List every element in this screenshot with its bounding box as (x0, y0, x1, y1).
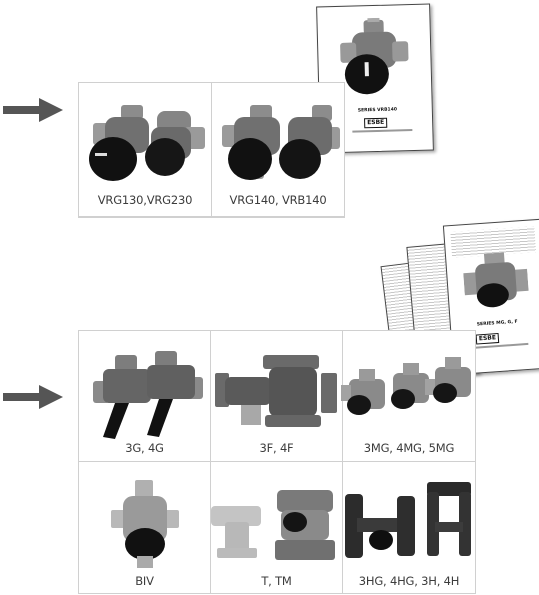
product-label: VRG130,VRG230 (97, 193, 193, 207)
brochure-series-text: SERIES VRB140 (357, 107, 398, 114)
valve-3g-image (93, 351, 203, 439)
bottom-product-panel: 3G, 4G 3F, 4F 3MG, 4MG, 5MG (78, 330, 476, 594)
product-label: T, TM (261, 574, 292, 588)
brochure-tagline (352, 129, 413, 133)
product-card[interactable]: T, TM (211, 462, 343, 593)
product-label: VRG140, VRB140 (229, 193, 327, 207)
brochure-valve-image (463, 252, 529, 308)
valve-t-tm-image (211, 490, 335, 560)
product-label: 3G, 4G (125, 441, 164, 455)
top-product-panel: VRG130,VRG230 VRG140, VRB140 (78, 82, 345, 218)
brochure-brand-logo: ESBE (364, 117, 388, 129)
valve-vrg140-image (222, 105, 340, 180)
brochure-valve-image (340, 17, 409, 95)
arrow-right-icon (3, 98, 63, 122)
brochure-mg-g-f: SERIES MG, G, F ESBE (442, 218, 539, 376)
product-label: 3HG, 4HG, 3H, 4H (358, 574, 460, 588)
product-card[interactable]: BIV (79, 462, 211, 593)
brochure-series-text: SERIES MG, G, F (476, 319, 518, 328)
valve-3mg-image (341, 357, 471, 415)
product-label: 3F, 4F (259, 441, 294, 455)
product-card[interactable]: VRG140, VRB140 (212, 83, 344, 217)
brochure-vrb140: SERIES VRB140 ESBE (316, 3, 434, 154)
product-card[interactable]: 3G, 4G (79, 331, 211, 462)
arrow-right-icon (3, 385, 63, 409)
brochure-brand-logo: ESBE (475, 332, 500, 345)
valve-biv-image (111, 480, 179, 568)
product-label: BIV (135, 574, 154, 588)
valve-vrg130-image (89, 105, 205, 181)
product-card[interactable]: VRG130,VRG230 (79, 83, 212, 217)
product-card[interactable]: 3HG, 4HG, 3H, 4H (343, 462, 475, 593)
product-card[interactable]: 3F, 4F (211, 331, 343, 462)
product-card[interactable]: 3MG, 4MG, 5MG (341, 331, 475, 462)
product-label: 3MG, 4MG, 5MG (363, 441, 455, 455)
valve-3hg-image (345, 482, 471, 558)
valve-3f-image (215, 355, 337, 427)
